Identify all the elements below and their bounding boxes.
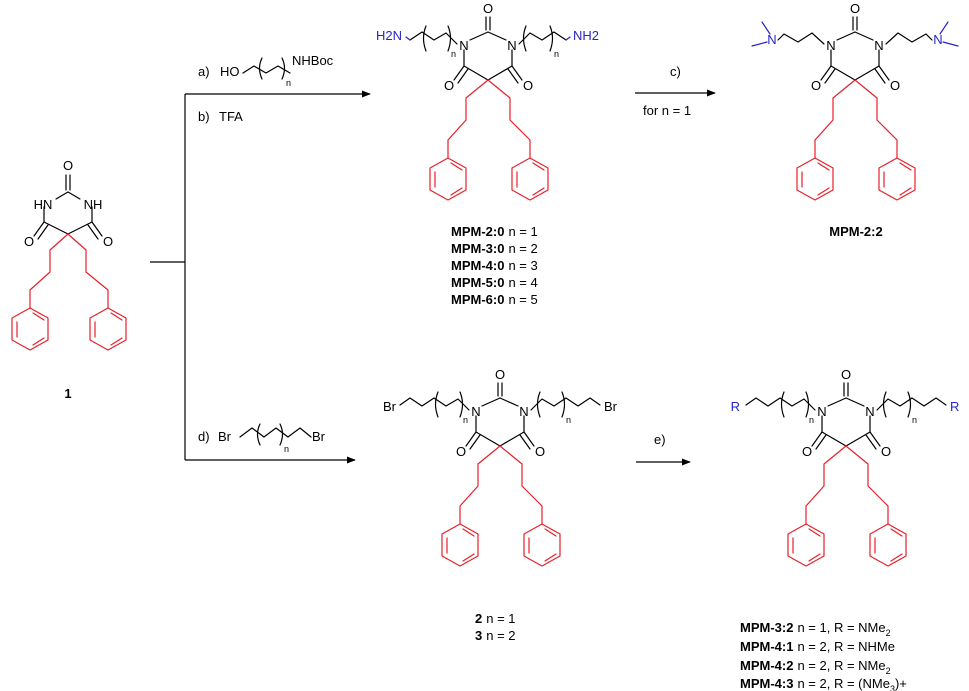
reagent-d-bromo-left: Br xyxy=(218,429,232,444)
reagent-a-hydroxyl: HO xyxy=(220,64,240,79)
dimethylamine-right: N xyxy=(933,32,942,47)
ring-nitrogen-left: N xyxy=(826,38,835,53)
ring-nitrogen-right: N xyxy=(519,404,528,419)
phenylpropyl-arms xyxy=(796,79,916,201)
ring-nitrogen-right: N xyxy=(865,404,874,419)
phenylpropyl-arms xyxy=(441,445,561,567)
step-a-tag: a) xyxy=(198,64,210,79)
reagent-d-n-index: n xyxy=(284,444,289,454)
carbonyl-oxygen-left: O xyxy=(811,78,821,93)
amine-left: H2N xyxy=(376,28,402,43)
ring-nh-left: HN xyxy=(34,197,53,212)
bromine-left: Br xyxy=(383,399,397,414)
step-c-tag: c) xyxy=(670,64,681,79)
reagent-a: a) HO n NHBoc xyxy=(198,53,334,88)
carbonyl-oxygen-left: O xyxy=(444,78,454,93)
barbiturate-core: O N N O O xyxy=(444,1,533,93)
carbonyl-oxygen-right: O xyxy=(890,78,900,93)
barbiturate-core: O HN NH O O xyxy=(24,158,113,249)
carbonyl-oxygen-top: O xyxy=(483,1,493,16)
chain-n-index-left: n xyxy=(809,415,814,425)
ring-nh-right: NH xyxy=(84,197,103,212)
bromine-right: Br xyxy=(604,399,618,414)
chain-n-index-right: n xyxy=(566,415,571,425)
mpm-2-2-label: MPM-2:2 xyxy=(829,224,882,239)
phenylpropyl-arms xyxy=(787,445,907,567)
reaction-arrows xyxy=(150,89,716,466)
compound-1: O HN NH O O 1 xyxy=(11,158,127,401)
chain-n-index-left: n xyxy=(463,415,468,425)
bromoalkyl-chains: n Br n Br xyxy=(383,391,618,425)
reagent-a-nhboc: NHBoc xyxy=(292,53,334,68)
barbiturate-core: O N N O O xyxy=(811,1,900,93)
r-group-left: R xyxy=(731,399,740,414)
aminoalkyl-chains: n H2N n NH2 xyxy=(376,25,599,59)
amine-right: NH2 xyxy=(573,28,599,43)
chain-n-index-left: n xyxy=(451,49,456,59)
ring-nitrogen-right: N xyxy=(507,38,516,53)
dibromide-intermediate: O N N O O n Br n Br xyxy=(383,367,618,643)
ring-nitrogen-left: N xyxy=(817,404,826,419)
product-mpm-2-2: O N N O O N N MPM-2:2 xyxy=(751,1,959,239)
r-group-right: R xyxy=(950,399,959,414)
carbonyl-oxygen-left: O xyxy=(456,444,466,459)
carbonyl-oxygen-right: O xyxy=(103,234,113,249)
product-r-substituted: O N N O O n R n R xyxy=(731,367,960,691)
ring-nitrogen-left: N xyxy=(471,404,480,419)
reagent-d-bromo-right: Br xyxy=(312,429,326,444)
step-b-tag: b) xyxy=(198,109,210,124)
carbonyl-oxygen-right: O xyxy=(535,444,545,459)
phenylpropyl-arms xyxy=(429,79,549,201)
carbonyl-oxygen-right: O xyxy=(523,78,533,93)
ring-nitrogen-left: N xyxy=(459,38,468,53)
barbiturate-core: O N N O O xyxy=(802,367,891,459)
dimethylamine-left: N xyxy=(767,32,776,47)
reagent-b: b) TFA xyxy=(198,109,243,124)
carbonyl-oxygen-top: O xyxy=(850,1,860,16)
carbonyl-oxygen-left: O xyxy=(24,234,34,249)
reagent-a-n-index: n xyxy=(286,78,291,88)
carbonyl-oxygen-right: O xyxy=(881,444,891,459)
reagent-d: d) Br n Br xyxy=(198,423,326,454)
step-d-tag: d) xyxy=(198,429,210,444)
carbonyl-oxygen-top: O xyxy=(495,367,505,382)
r-alkyl-chains: n R n R xyxy=(731,391,959,425)
phenylpropyl-arms xyxy=(11,233,127,351)
carbonyl-oxygen-top: O xyxy=(841,367,851,382)
ring-nitrogen-right: N xyxy=(874,38,883,53)
step-c-condition: for n = 1 xyxy=(643,103,691,118)
barbiturate-core: O N N O O xyxy=(456,367,545,459)
reagent-b-tfa: TFA xyxy=(219,109,243,124)
reagent-c: c) for n = 1 xyxy=(643,64,691,118)
chain-n-index-right: n xyxy=(912,415,917,425)
step-e-tag: e) xyxy=(654,432,666,447)
product-mpm-diamine: O N N O O n H2N n NH2 xyxy=(376,1,599,307)
compound-1-label: 1 xyxy=(64,386,71,401)
carbonyl-oxygen-left: O xyxy=(802,444,812,459)
chain-n-index-right: n xyxy=(554,49,559,59)
dimethylaminoethyl-chains: N N xyxy=(751,21,959,47)
carbonyl-oxygen-top: O xyxy=(63,158,73,173)
